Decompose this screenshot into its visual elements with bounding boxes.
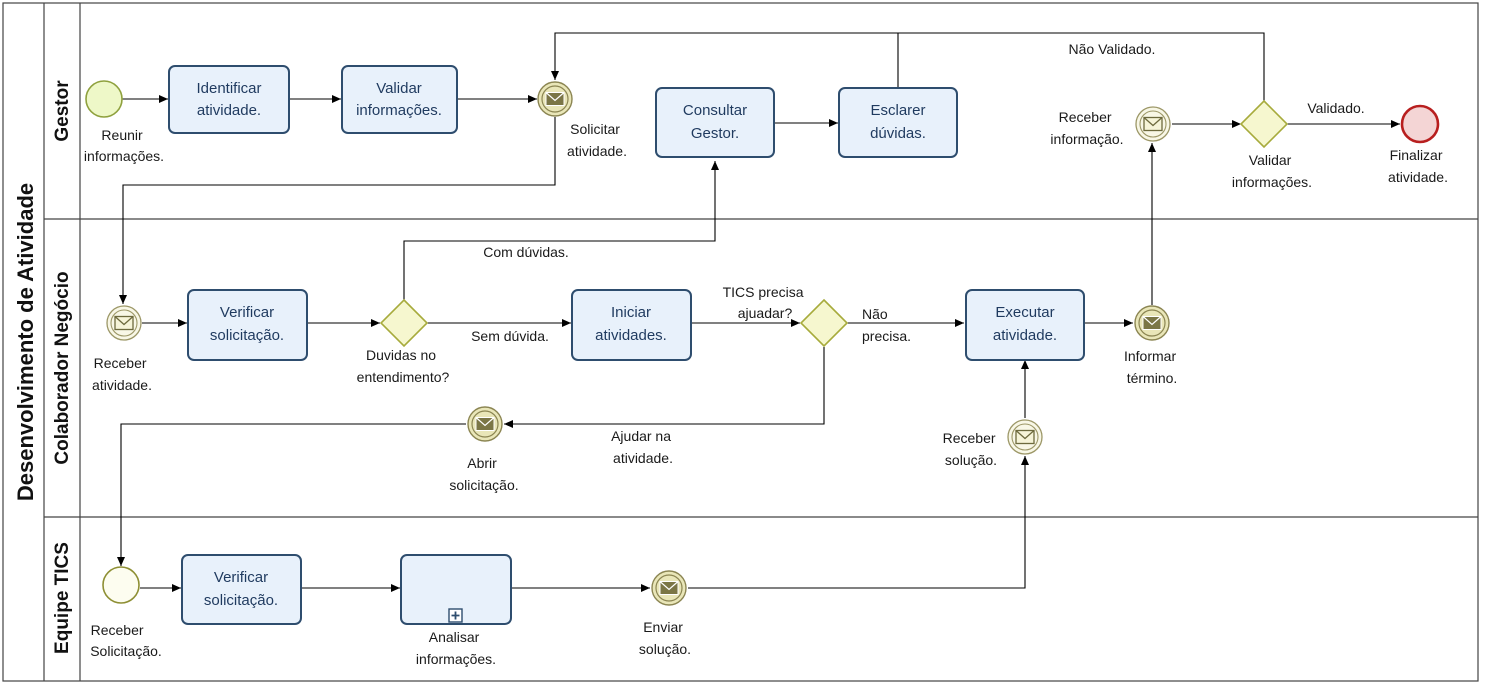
expand-plus-icon[interactable] bbox=[448, 608, 463, 623]
label-subprocess-analisar: Analisar informações. bbox=[416, 629, 496, 667]
gateway-duvidas[interactable] bbox=[379, 298, 429, 348]
envelope-icon bbox=[1143, 116, 1163, 132]
message-event-receber-informacao[interactable] bbox=[1135, 106, 1171, 142]
label-flow-validado: Validado. bbox=[1307, 100, 1364, 116]
lane-title-gestor: Gestor bbox=[52, 80, 73, 142]
label-msg-informar: Informar término. bbox=[1124, 348, 1180, 386]
flow-solicitar-to-receber bbox=[119, 117, 556, 304]
message-event-abrir-solicitacao[interactable] bbox=[467, 406, 503, 442]
lane-title-colaborador: Colaborador Negócio bbox=[52, 271, 73, 464]
label-start-reunir: Reunir informações. bbox=[84, 127, 164, 164]
lane-title-equipe: Equipe TICS bbox=[52, 542, 73, 654]
message-event-informar-termino[interactable] bbox=[1134, 305, 1170, 341]
label-gateway-tics: TICS precisa ajuadar? bbox=[723, 284, 808, 321]
flow-gateway-ajudar bbox=[504, 347, 825, 428]
label-start-receber-solicitacao: Receber Solicitação. bbox=[90, 622, 162, 659]
label-flow-sem-duvida: Sem dúvida. bbox=[471, 328, 549, 344]
flow-esclarecer-to-solicitar bbox=[551, 32, 899, 88]
envelope-icon bbox=[545, 91, 565, 107]
envelope-icon bbox=[1015, 429, 1035, 445]
label-msg-abrir: Abrir solicitação. bbox=[449, 455, 518, 493]
label-flow-ajudar: Ajudar na atividade. bbox=[611, 428, 675, 466]
envelope-icon bbox=[475, 416, 495, 432]
gateway-tics-precisa[interactable] bbox=[799, 298, 849, 348]
label-gateway-duvidas: Duvidas no entendimento? bbox=[357, 347, 450, 385]
flow-enviar-to-receber bbox=[688, 456, 1029, 589]
message-event-receber-solucao[interactable] bbox=[1007, 419, 1043, 455]
label-msg-receber-solucao: Receber solução. bbox=[943, 430, 1000, 468]
label-end-finalizar: Finalizar atividade. bbox=[1388, 147, 1448, 185]
label-msg-solicitar: Solicitar atividade. bbox=[567, 121, 627, 159]
start-event-reunir[interactable] bbox=[85, 80, 123, 118]
envelope-icon bbox=[1142, 315, 1162, 331]
label-flow-nao-precisa: Não precisa. bbox=[862, 306, 911, 344]
envelope-icon bbox=[659, 580, 679, 596]
end-event-finalizar[interactable] bbox=[1400, 104, 1440, 144]
gateway-validar-informacoes[interactable] bbox=[1239, 99, 1289, 149]
label-msg-receber-atividade: Receber atividade. bbox=[92, 355, 152, 393]
flow-gateway-com-duvidas bbox=[403, 161, 719, 300]
subprocess-analisar-informacoes[interactable] bbox=[400, 554, 512, 625]
label-flow-nao-validado: Não Validado. bbox=[1069, 41, 1156, 57]
envelope-icon bbox=[114, 315, 134, 331]
label-gateway-validar: Validar informações. bbox=[1232, 152, 1312, 190]
sequence-flows bbox=[117, 32, 1400, 592]
start-event-receber-solicitacao[interactable] bbox=[102, 566, 140, 604]
label-flow-com-duvidas: Com dúvidas. bbox=[483, 244, 569, 260]
flow-abrir-to-equipe bbox=[117, 423, 466, 566]
message-event-enviar-solucao[interactable] bbox=[651, 570, 687, 606]
message-event-solicitar[interactable] bbox=[537, 81, 573, 117]
label-msg-enviar: Enviar solução. bbox=[639, 619, 691, 657]
label-msg-receber-informacao: Receber informação. bbox=[1050, 109, 1123, 147]
pool-title: Desenvolvimento de Atividade bbox=[13, 183, 38, 501]
flow-gateway-nao-validado bbox=[898, 32, 1265, 102]
message-event-receber-atividade[interactable] bbox=[106, 305, 142, 341]
